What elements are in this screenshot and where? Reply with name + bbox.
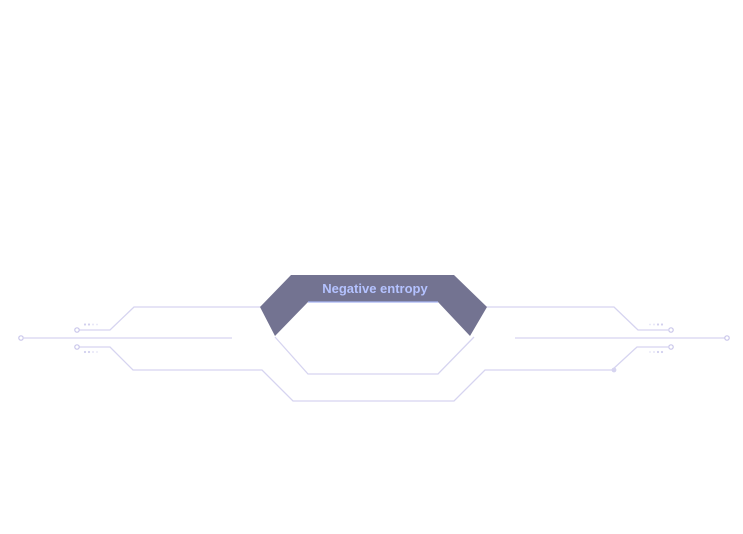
left-upper-trace: [79, 306, 262, 331]
left-upper-dots: [83, 323, 98, 326]
right-end-node: [724, 335, 730, 341]
left-end-node: [18, 335, 24, 341]
right-circuit-traces: [486, 306, 730, 373]
right-upper-trace: [486, 306, 668, 331]
right-lower-trace: [611, 346, 668, 371]
right-lower-dots: [649, 350, 664, 354]
central-frame: Negative entropy: [260, 275, 487, 375]
right-upper-node: [668, 327, 674, 333]
left-lower-trace: [79, 346, 612, 402]
left-upper-node: [74, 327, 80, 333]
right-lower-node: [668, 344, 674, 350]
badge-shape: [260, 275, 487, 336]
left-circuit-traces: [18, 306, 612, 402]
badge-label: Negative entropy: [322, 281, 428, 296]
left-lower-dots: [83, 350, 98, 354]
inner-frame-lower: [274, 336, 475, 375]
right-junction-node: [611, 367, 617, 373]
left-lower-node: [74, 344, 80, 350]
right-upper-dots: [649, 323, 664, 326]
